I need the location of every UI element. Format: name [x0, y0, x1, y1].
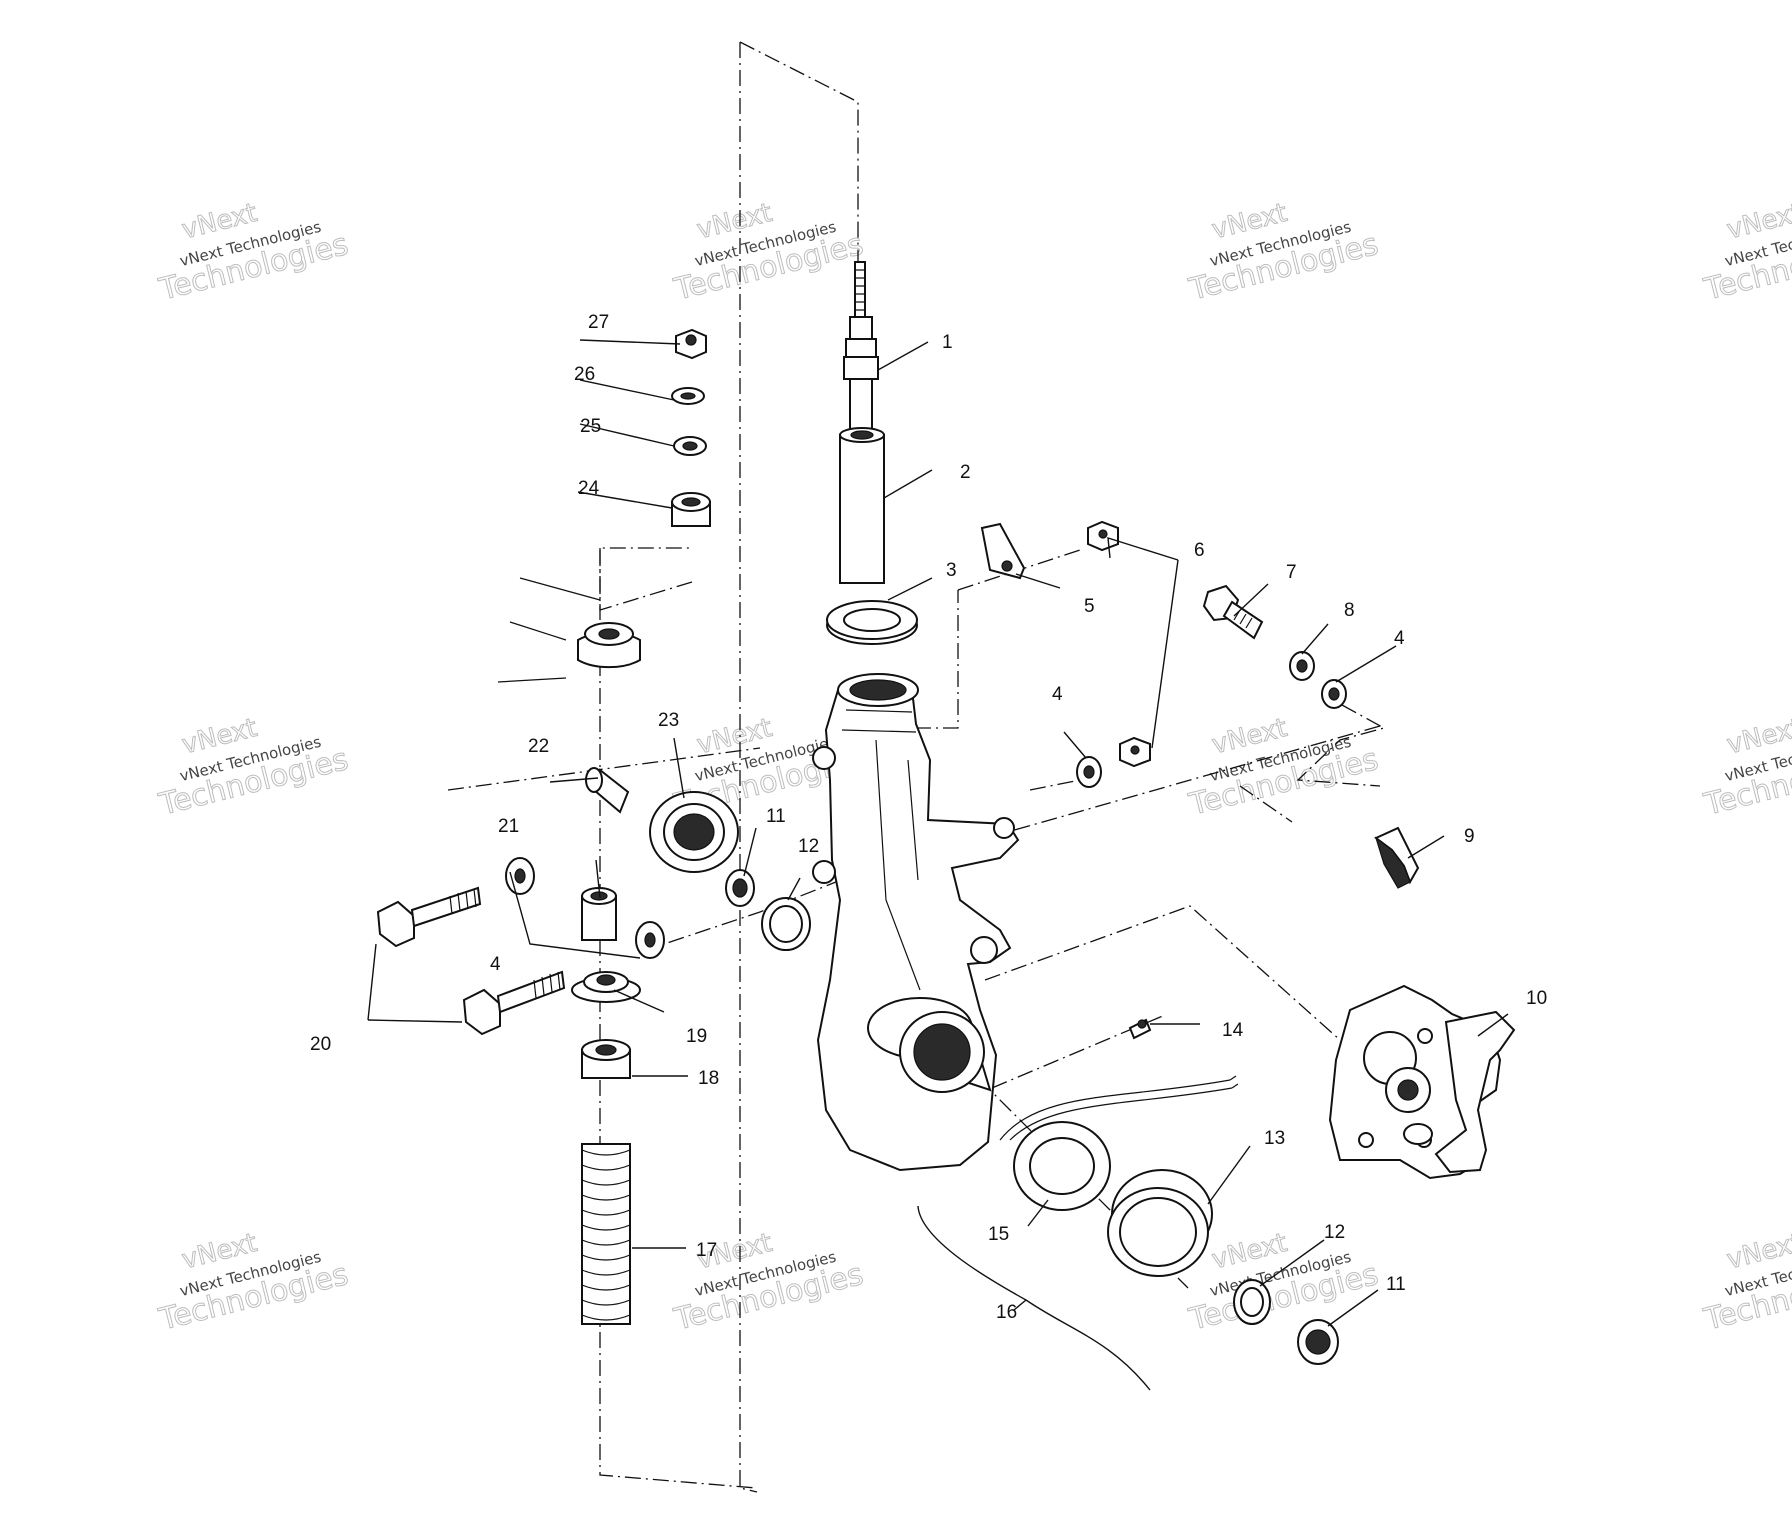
part-12-race	[761, 897, 811, 951]
part-15-seal	[1013, 1121, 1111, 1211]
part-18-bushing	[581, 1039, 631, 1079]
part-3-washer	[826, 600, 918, 645]
callout-3: 3	[946, 560, 957, 581]
part-7-bolt	[1202, 584, 1264, 640]
part-6-nut	[1087, 520, 1119, 552]
callout-27: 27	[588, 312, 609, 333]
part-11-bearing	[725, 869, 755, 907]
part-19-flange-nut	[571, 971, 641, 1003]
part-27-nut	[675, 328, 707, 360]
callout-21: 21	[498, 816, 519, 837]
callout-24: 24	[578, 478, 600, 499]
callout-11: 11	[1386, 1274, 1406, 1295]
part-4-washer	[635, 921, 665, 959]
leader-lines	[367, 339, 1509, 1391]
callout-1: 1	[942, 332, 953, 353]
part-22-bushing	[585, 767, 630, 814]
callout-16: 16	[996, 1302, 1017, 1323]
part-4-washer	[505, 857, 535, 895]
knuckle-housing	[812, 673, 1020, 1172]
callout-7: 7	[1286, 562, 1297, 583]
callout-4: 4	[490, 954, 501, 975]
part-6-nut	[1119, 736, 1151, 768]
part-5-bracket	[980, 522, 1026, 580]
callout-9: 9	[1464, 826, 1475, 847]
callout-labels: 1 2 3 4 5 6 7 8 4 9 10 14 13 15 12 11 16…	[310, 312, 1547, 1323]
callout-13: 13	[1264, 1128, 1285, 1149]
callout-17: 17	[696, 1240, 717, 1261]
part-26-washer	[671, 387, 705, 405]
callout-14: 14	[1222, 1020, 1244, 1041]
part-21-nut	[581, 887, 617, 941]
part-2-sleeve	[839, 427, 885, 584]
callout-8: 8	[1344, 600, 1355, 621]
part-23-seal	[649, 791, 739, 873]
callout-4: 4	[1052, 684, 1063, 705]
part-9-block	[1374, 826, 1420, 889]
part-4-washer	[1076, 756, 1102, 788]
callout-20: 20	[310, 1034, 331, 1055]
callout-25: 25	[580, 416, 601, 437]
watermark-group: vNext vNext Technologies Technologies vN…	[155, 197, 1792, 1338]
callout-19: 19	[686, 1026, 707, 1047]
callout-5: 5	[1084, 596, 1095, 617]
part-10-caliper	[1328, 984, 1516, 1180]
part-13-brake-disc	[1107, 1169, 1213, 1277]
part-4-washer	[1321, 679, 1347, 709]
callout-12: 12	[1324, 1222, 1345, 1243]
callout-22: 22	[528, 736, 549, 757]
callout-12: 12	[798, 836, 819, 857]
part-12-race	[1233, 1279, 1271, 1325]
a-arm-mount	[497, 577, 641, 683]
callout-4: 4	[1394, 628, 1405, 649]
callout-23: 23	[658, 710, 679, 731]
part-14-bleeder	[1128, 1018, 1152, 1040]
part-20-bolt	[376, 886, 482, 948]
brake-hose	[999, 1075, 1239, 1141]
callout-10: 10	[1526, 988, 1547, 1009]
part-20-bolt	[462, 970, 566, 1036]
part-24-bushing	[671, 492, 711, 527]
callout-15: 15	[988, 1224, 1009, 1245]
part-1-spindle	[843, 261, 879, 436]
part-8-washer	[1289, 651, 1315, 681]
callout-11: 11	[766, 806, 786, 827]
callout-6: 6	[1194, 540, 1205, 561]
callout-18: 18	[698, 1068, 719, 1089]
callout-26: 26	[574, 364, 595, 385]
part-11-bearing	[1297, 1319, 1339, 1365]
callout-2: 2	[960, 462, 971, 483]
part-25-washer	[673, 436, 707, 456]
part-17-spring	[581, 1143, 631, 1325]
